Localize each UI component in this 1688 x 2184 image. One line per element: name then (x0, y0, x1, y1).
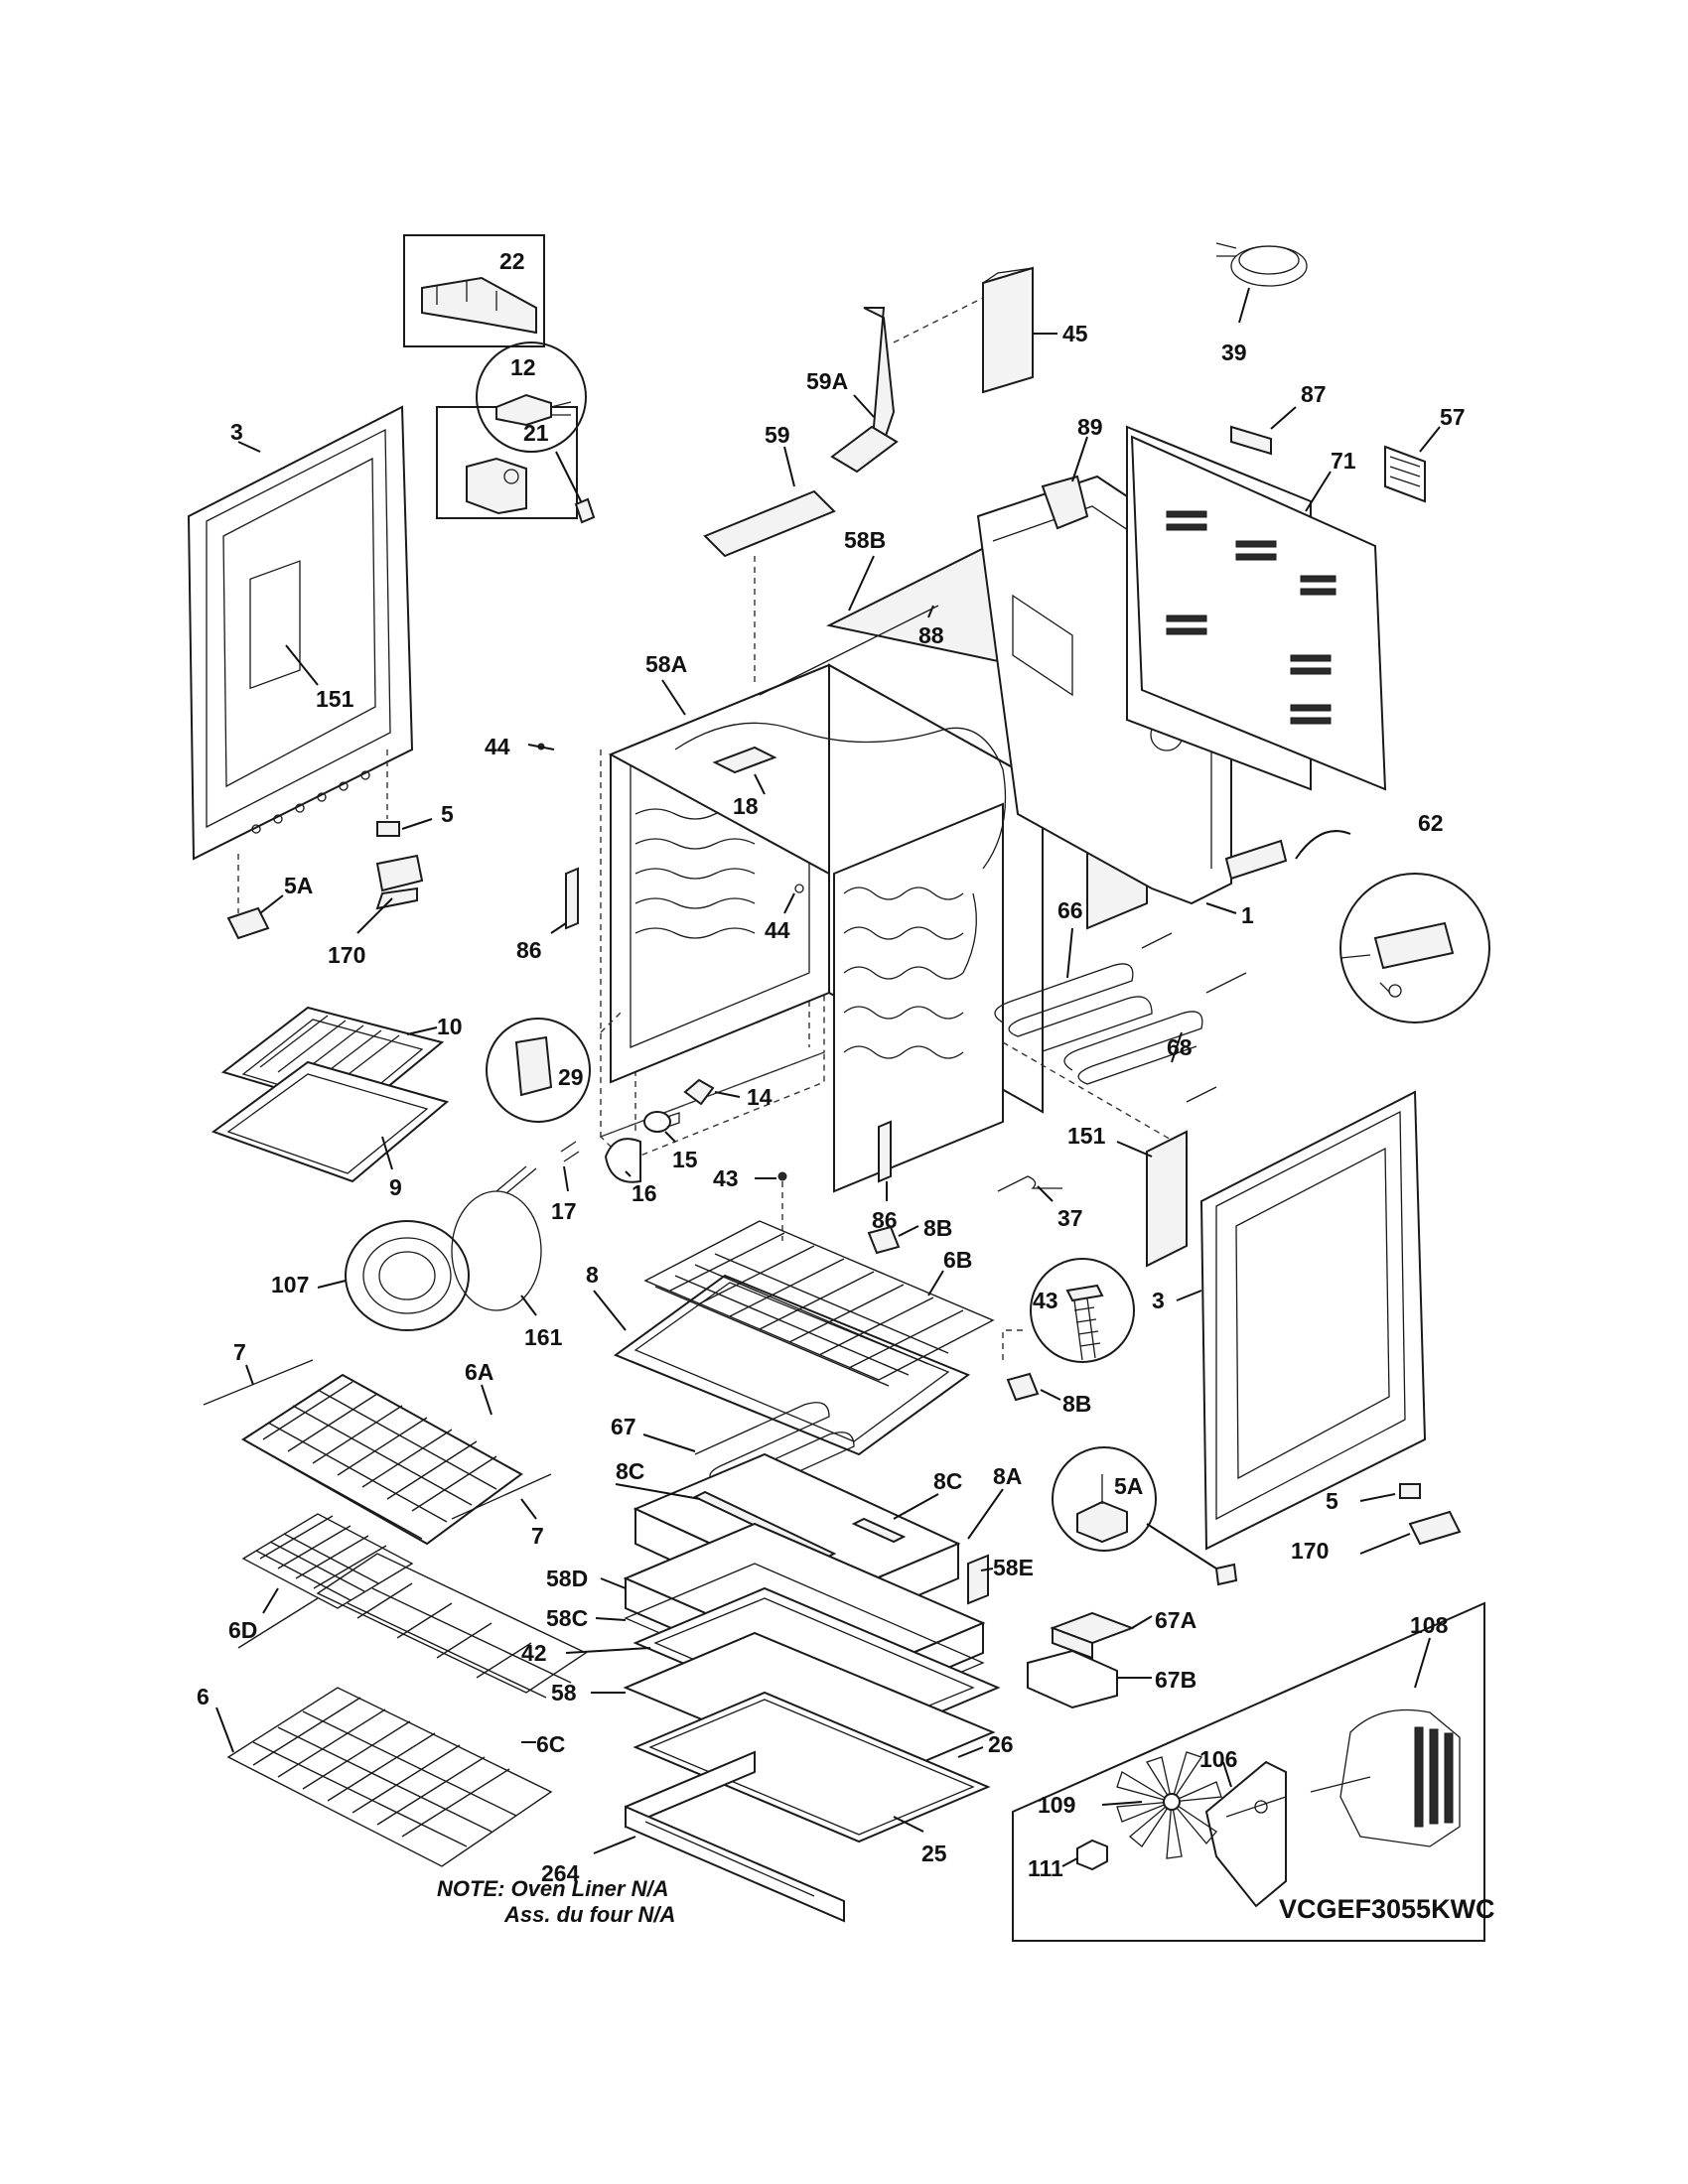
callout-59: 59 (765, 422, 790, 448)
callout-39: 39 (1221, 340, 1247, 365)
callout-17: 17 (551, 1198, 577, 1224)
callout-107: 107 (271, 1272, 309, 1297)
callout-3-left: 3 (230, 419, 243, 445)
callout-58: 58 (551, 1680, 577, 1706)
note-line-1: NOTE: Oven Liner N/A (437, 1876, 668, 1901)
callout-8: 8 (586, 1262, 599, 1288)
callout-42: 42 (521, 1640, 547, 1666)
callout-88: 88 (918, 622, 944, 648)
left-side-panel: 3 151 (187, 405, 414, 861)
callout-6A: 6A (465, 1359, 493, 1385)
inset-part-22: 22 (403, 234, 545, 347)
callout-7-bottom: 7 (531, 1523, 544, 1549)
callout-8B-top: 8B (923, 1215, 952, 1241)
callout-15: 15 (672, 1147, 698, 1172)
left-leveler-group: 5 5A 170 (226, 750, 454, 968)
callout-57: 57 (1440, 404, 1466, 430)
callout-44-a: 44 (485, 734, 510, 759)
callout-108: 108 (1410, 1612, 1449, 1638)
callout-6: 6 (197, 1684, 210, 1709)
convection-motor-inset: 108 106 109 111 VCGEF3055KWC (1012, 1601, 1495, 1942)
callout-170-left: 170 (328, 942, 365, 968)
callout-6C: 6C (536, 1731, 565, 1757)
callout-62: 62 (1418, 810, 1444, 836)
callout-151-left: 151 (316, 686, 354, 712)
callout-8B-bottom: 8B (1062, 1391, 1091, 1417)
broiler-pan: 10 9 (211, 1006, 463, 1200)
right-side-panel: 151 37 3 (997, 1090, 1427, 1551)
callout-45: 45 (1062, 321, 1088, 346)
rack-clips: 8B 8B (867, 1215, 1091, 1417)
callout-86-left: 86 (516, 937, 542, 963)
callout-161: 161 (524, 1324, 563, 1350)
callout-170-right: 170 (1291, 1538, 1329, 1564)
right-leveler-group: 5 170 5A (1052, 1446, 1462, 1586)
drawer-panel-stack: 58E 58D 58C 42 58 26 264 25 (521, 1522, 1034, 1923)
screw-group: 43 43 (713, 1165, 1135, 1363)
callout-151-right: 151 (1067, 1123, 1106, 1149)
callout-6B: 6B (943, 1247, 972, 1273)
callout-67A: 67A (1155, 1607, 1196, 1633)
note-block: NOTE: Oven Liner N/A Ass. du four N/A (437, 1876, 675, 1927)
callout-3-right: 3 (1152, 1288, 1165, 1313)
callout-66: 66 (1057, 897, 1083, 923)
callout-87: 87 (1301, 381, 1327, 407)
callout-89: 89 (1077, 414, 1103, 440)
callout-264: 264 (541, 1860, 580, 1886)
callout-29: 29 (558, 1064, 584, 1090)
callout-8A: 8A (993, 1463, 1022, 1489)
callout-68: 68 (1167, 1034, 1193, 1060)
callout-71: 71 (1331, 448, 1356, 474)
callout-7-top: 7 (233, 1339, 246, 1365)
lower-racks: 6D 6C 6 (197, 1513, 588, 1867)
terminal-block-group: 62 (1224, 810, 1490, 1024)
broiler-rack-and-pan: 8 6B (586, 1220, 995, 1456)
callout-5-right: 5 (1326, 1488, 1338, 1514)
oven-rack-6A: 7 6A 7 (203, 1339, 552, 1549)
callout-10: 10 (437, 1014, 463, 1039)
rear-cover-group: 71 87 57 39 (1126, 242, 1466, 791)
callout-58A: 58A (645, 651, 687, 677)
callout-37: 37 (1057, 1205, 1083, 1231)
callout-111: 111 (1028, 1855, 1063, 1881)
convection-cover-group: 107 161 (271, 1165, 563, 1350)
vent-duct-group: 59 59A 45 (703, 266, 1088, 685)
callout-106: 106 (1199, 1746, 1237, 1772)
callout-16: 16 (632, 1180, 657, 1206)
bake-element-group: 66 68 (994, 897, 1247, 1153)
callout-8C-left: 8C (616, 1458, 644, 1484)
callout-5-left: 5 (441, 801, 454, 827)
callout-43-a: 43 (713, 1165, 739, 1191)
model-number: VCGEF3055KWC (1279, 1894, 1495, 1924)
callout-26: 26 (988, 1731, 1014, 1757)
callout-67B: 67B (1155, 1667, 1196, 1693)
callout-59A: 59A (806, 368, 848, 394)
drawer-brackets: 67A 67B (1027, 1607, 1196, 1709)
callout-67: 67 (611, 1414, 636, 1439)
callout-8C-right: 8C (933, 1468, 962, 1494)
callout-44-b: 44 (765, 917, 790, 943)
light-socket-detail: 12 44 (476, 341, 596, 759)
note-line-2: Ass. du four N/A (503, 1902, 675, 1927)
oven-light-group: 29 14 15 16 17 (486, 1012, 773, 1224)
callout-109: 109 (1038, 1792, 1075, 1818)
callout-43-b: 43 (1033, 1288, 1058, 1313)
callout-14: 14 (747, 1084, 773, 1110)
callout-12: 12 (510, 354, 536, 380)
inset-part-21: 21 (436, 406, 578, 519)
callout-58E: 58E (993, 1555, 1034, 1580)
callout-1: 1 (1241, 902, 1254, 928)
callout-5A-right: 5A (1114, 1473, 1143, 1499)
callout-9: 9 (389, 1174, 402, 1200)
callout-5A-left: 5A (284, 873, 313, 898)
callout-25: 25 (921, 1841, 947, 1866)
callout-18: 18 (733, 793, 759, 819)
hinge-brackets: 86 86 (516, 867, 898, 1233)
callout-58C: 58C (546, 1605, 588, 1631)
callout-22: 22 (499, 248, 525, 274)
callout-58B: 58B (844, 527, 886, 553)
callout-58D: 58D (546, 1566, 588, 1591)
